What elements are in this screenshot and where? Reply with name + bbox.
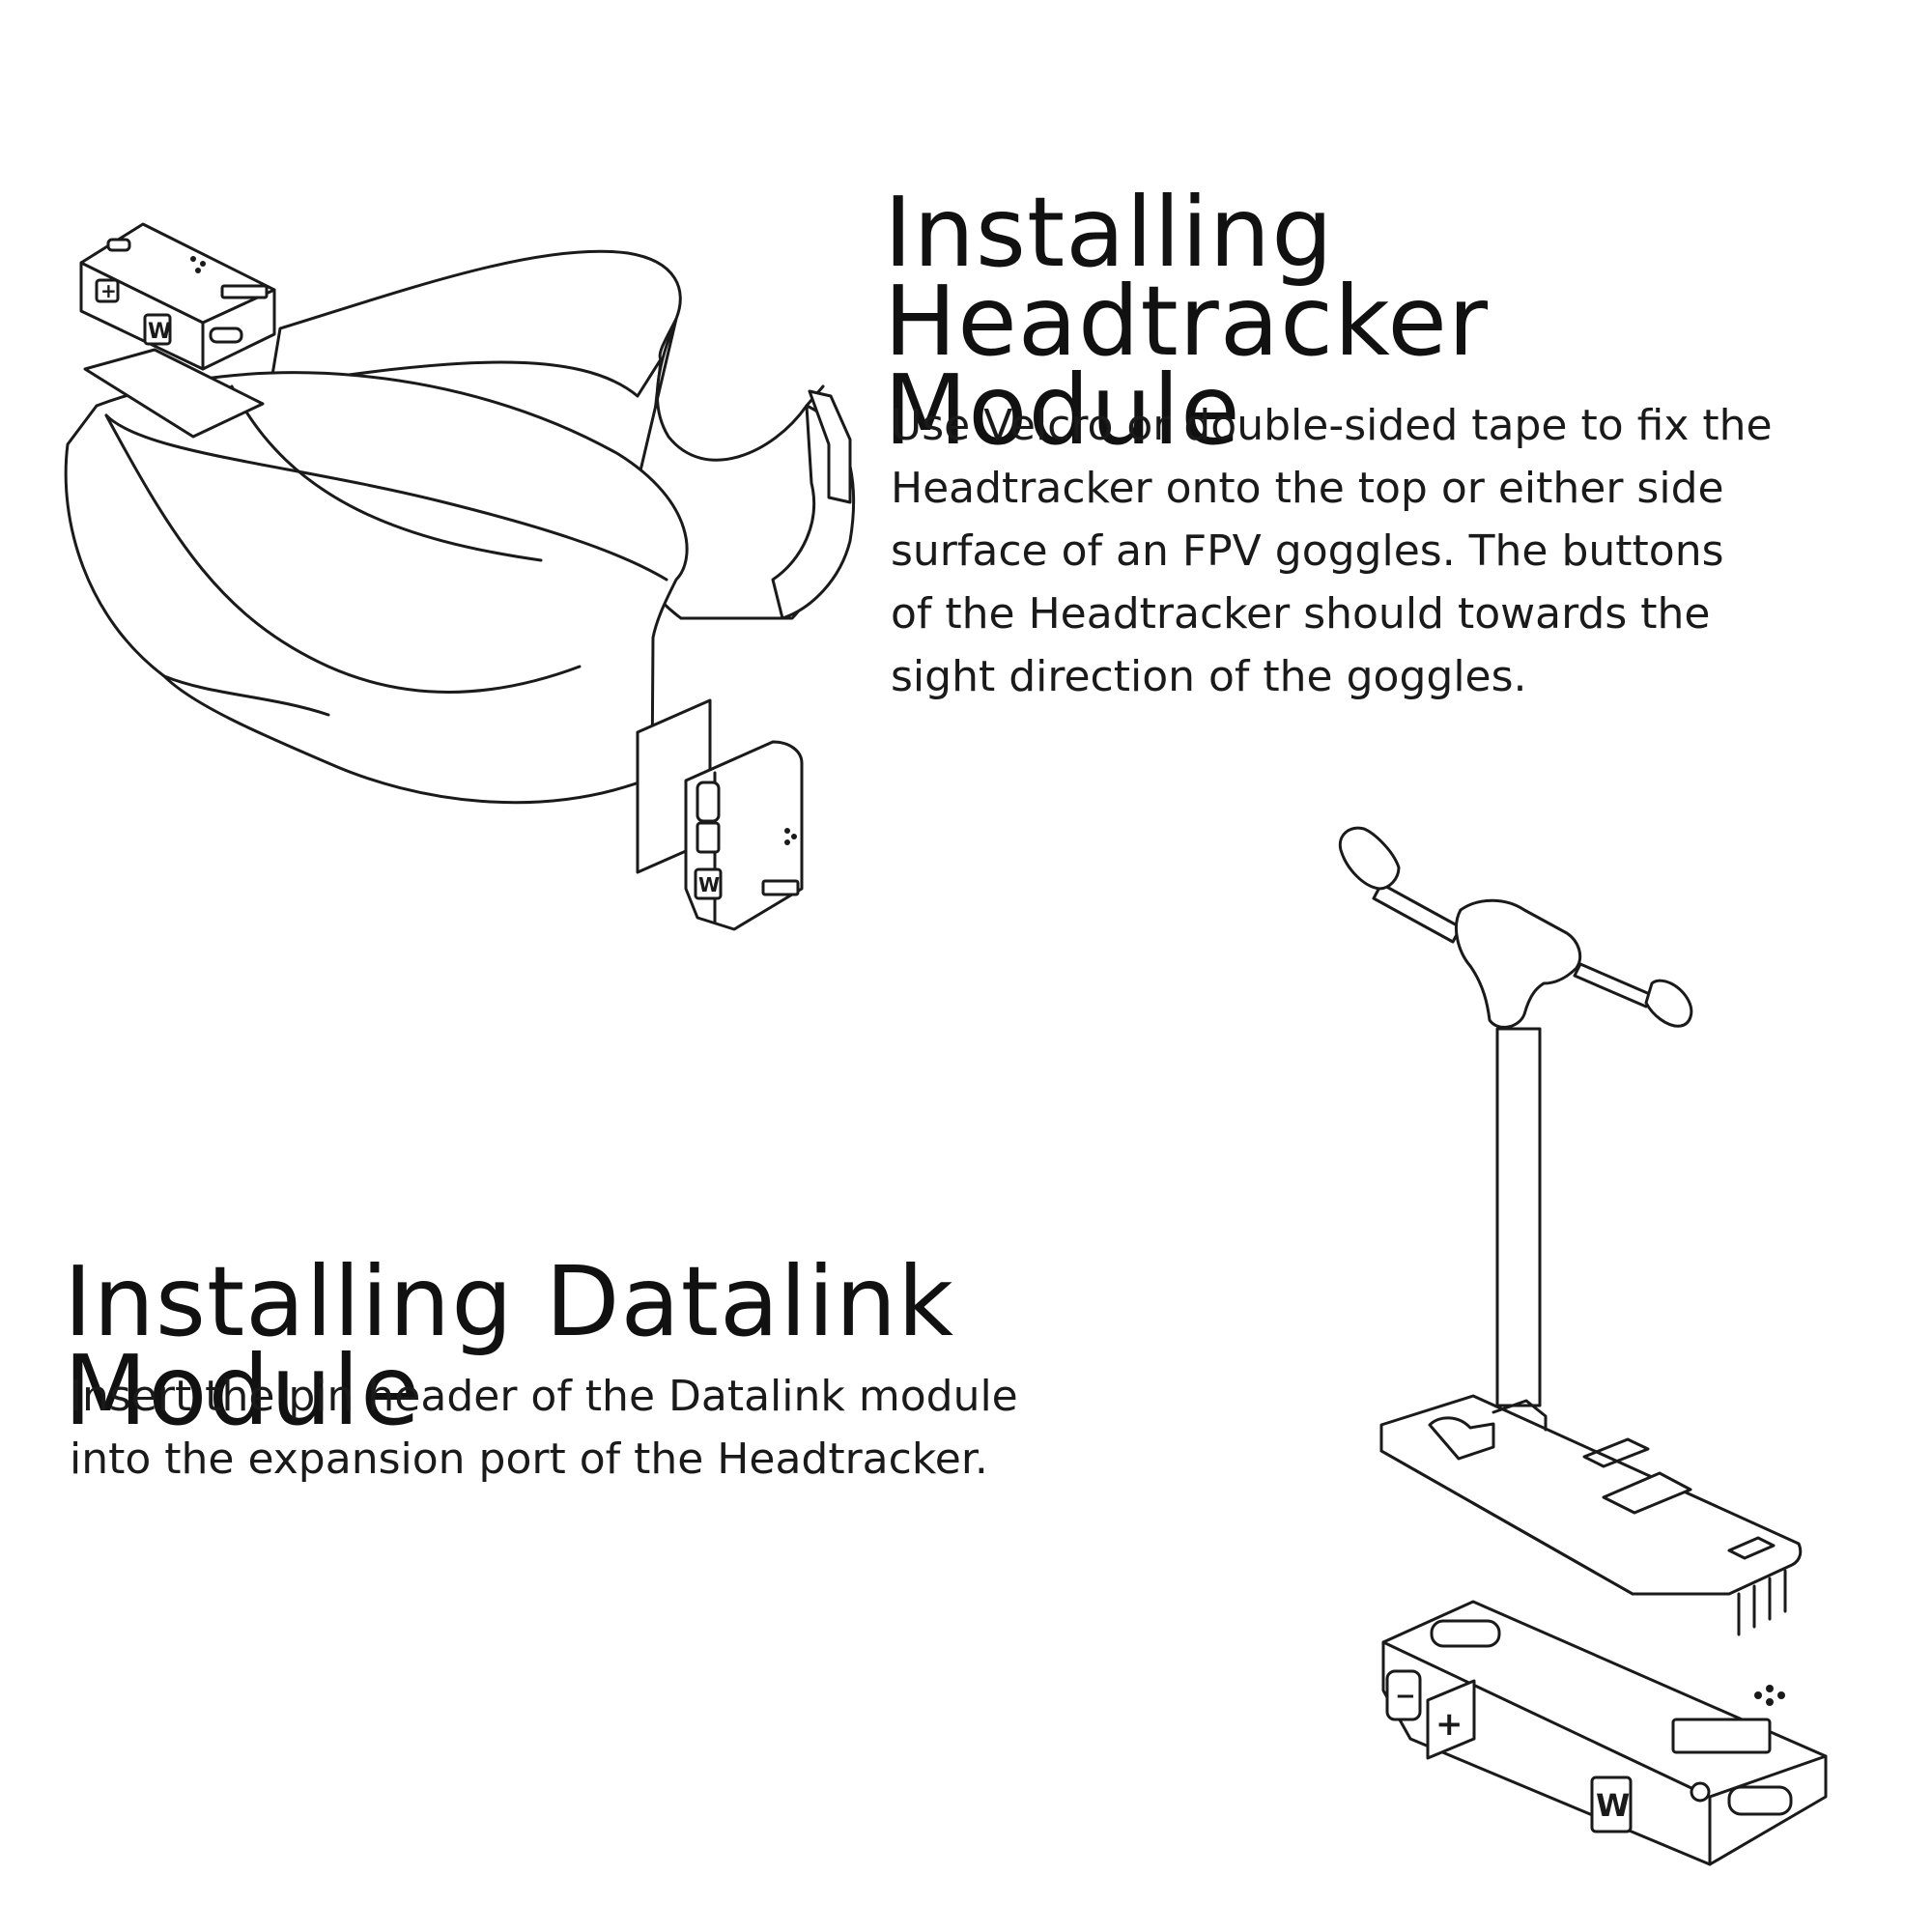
w-button-label-side: W bbox=[698, 873, 720, 896]
velcro-pad-top bbox=[83, 348, 265, 439]
headtracker-desc-line-4: of the Headtracker should towards the bbox=[891, 589, 1711, 639]
headtracker-title-line1: Installing Headtracker bbox=[884, 176, 1490, 378]
headtracker-desc-line-2: Headtracker onto the top or either side bbox=[891, 464, 1724, 513]
goggles-illustration: + W W bbox=[64, 222, 856, 931]
strap-clip bbox=[808, 389, 852, 504]
plus-button-label-small: + bbox=[100, 279, 117, 302]
datalink-desc-line-2: into the expansion port of the Headtrack… bbox=[70, 1435, 988, 1484]
headtracker-title-line2: Module bbox=[884, 354, 1241, 467]
datalink-board bbox=[1379, 1394, 1803, 1636]
goggles-body bbox=[64, 371, 689, 805]
datalink-section-description: Insert the pin header of the Datalink mo… bbox=[70, 1365, 1094, 1491]
datalink-section-title: Installing Datalink Module bbox=[64, 1245, 955, 1447]
headtracker-section-description: Use Velcro or double-sided tape to fix t… bbox=[891, 394, 1905, 708]
headtracker-module-large: − + W bbox=[1381, 1600, 1828, 1866]
headtracker-desc-line-1: Use Velcro or double-sided tape to fix t… bbox=[891, 401, 1773, 450]
headtracker-desc-line-3: surface of an FPV goggles. The buttons bbox=[891, 526, 1724, 576]
headtracker-module-side: W bbox=[684, 740, 804, 931]
datalink-desc-line-1: Insert the pin header of the Datalink mo… bbox=[70, 1372, 1018, 1421]
w-button-label-small: W bbox=[148, 320, 171, 344]
plus-button-label: + bbox=[1435, 1705, 1463, 1744]
minus-button-label: − bbox=[1395, 1682, 1416, 1711]
datalink-illustration: − + W bbox=[1338, 826, 1828, 1866]
w-button-label: W bbox=[1596, 1787, 1630, 1824]
antenna bbox=[1338, 826, 1693, 1407]
headtracker-desc-line-5: sight direction of the goggles. bbox=[891, 652, 1527, 701]
headtracker-module-top: + W bbox=[79, 222, 276, 371]
